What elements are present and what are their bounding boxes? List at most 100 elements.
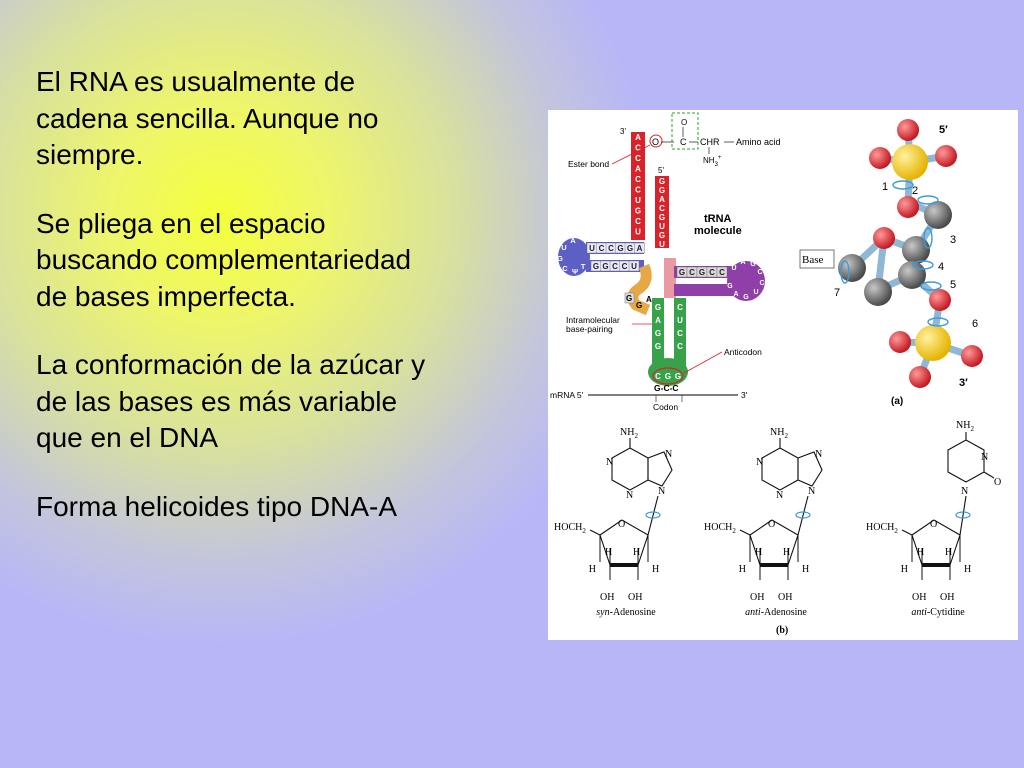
hoch2-group: HOCH2: [866, 522, 898, 535]
t-arm-bottom: [674, 284, 734, 296]
hoch2-group: HOCH2: [554, 522, 586, 535]
nucleotide-letter: C: [757, 269, 762, 276]
nucleotide-letter: C: [709, 268, 715, 277]
nucleotide-letter: G: [635, 207, 641, 216]
mrna-label: mRNA 5': [550, 390, 584, 400]
bond-label: 5: [950, 279, 956, 291]
nucleotide-letter: C: [677, 303, 683, 312]
nh3-label: NH3+: [703, 155, 722, 168]
svg-text:G: G: [636, 301, 642, 310]
svg-text:A: A: [646, 295, 652, 304]
codon-label: Codon: [653, 402, 678, 412]
nucleotide-letter: G: [679, 268, 685, 277]
carbonyl-carbon: C: [680, 137, 687, 147]
base-label: Base: [802, 254, 824, 266]
bond-label: 3: [950, 234, 956, 246]
structure-atom: H: [901, 564, 908, 575]
structure-atom: H: [783, 547, 790, 558]
nucleotide-letter: C: [689, 268, 695, 277]
nucleotide-letter: U: [561, 243, 566, 252]
paragraph-conformation: La conformación de la azúcar y de las ba…: [36, 347, 526, 457]
structure-atom: OH: [912, 592, 926, 603]
anticodon-loop: [648, 358, 688, 386]
nucleotide-letter: C: [655, 372, 661, 381]
nucleotide-letter: G: [655, 303, 661, 312]
structure-atom: H: [802, 564, 809, 575]
nucleotide-model: 5′ 1 2 3 4 5 6 7 3′ (a) Base: [799, 119, 983, 407]
structure-atom: N: [626, 490, 633, 501]
structure-atom: H: [633, 547, 640, 558]
structure-atom: N: [808, 486, 815, 497]
chr-label: CHR: [700, 137, 720, 147]
nucleotide-letter: C: [659, 204, 665, 213]
nucleotide-letter: A: [635, 165, 641, 174]
three-prime-label: 3': [620, 127, 626, 136]
structure-atom: OH: [750, 592, 764, 603]
structure-atom: O: [618, 519, 625, 530]
structure-atom: O: [994, 477, 1001, 488]
anticodon-highlight: [652, 367, 684, 385]
d-loop: [558, 238, 590, 276]
structure-atom: H: [605, 547, 612, 558]
nucleotide-letter: G: [659, 177, 665, 186]
ester-bond-circle: [649, 134, 663, 148]
panel-a-label: (a): [891, 396, 903, 407]
structure-atom: N: [606, 457, 613, 468]
nucleotide-letter: U: [659, 240, 665, 249]
structure-atom: H: [917, 547, 924, 558]
structure-atom: O: [768, 519, 775, 530]
bond-label: 4: [938, 261, 944, 273]
paragraph-folding: Se pliega en el espacio buscando complem…: [36, 206, 526, 316]
nucleotide-letter: U: [659, 222, 665, 231]
panel-b-label: (b): [776, 625, 788, 636]
bond-label: 6: [972, 318, 978, 330]
amine-group: NH2: [956, 420, 974, 433]
bond-label: 2: [912, 185, 918, 197]
text-line: siempre.: [36, 139, 144, 170]
text-line: La conformación de la azúcar y: [36, 349, 426, 380]
nucleotide-letter: U: [753, 289, 758, 296]
nucleotide-letter: G: [750, 261, 756, 268]
nucleotide-letter: C: [677, 329, 683, 338]
trna-title: tRNA: [704, 213, 732, 225]
structure-atom: N: [665, 449, 672, 460]
nucleotide-letter: G: [655, 342, 661, 351]
nucleotide-letter: G: [743, 294, 749, 301]
text-line: que en el DNA: [36, 422, 219, 453]
carboxyl-box: [671, 112, 699, 150]
nucleotide-letter: A: [637, 244, 643, 253]
nucleotide-letter: G: [675, 372, 681, 381]
structure-atom: N: [658, 486, 665, 497]
nucleotide-letter: U: [635, 196, 641, 205]
nucleotide-letter: C: [719, 268, 725, 277]
nucleotide-letter: G: [659, 213, 665, 222]
nucleotide-letter: C: [622, 262, 628, 271]
nucleotide-letter: U: [677, 316, 683, 325]
trna-subtitle: molecule: [694, 225, 742, 237]
carbonyl-oxygen: O: [681, 118, 687, 127]
intramolecular-label-1: Intramolecular: [566, 315, 620, 325]
ester-oxygen: O: [652, 137, 659, 147]
nucleotide-letter: G: [659, 186, 665, 195]
nucleotide-letter: Ψ: [572, 267, 578, 276]
nucleotide-letter: G: [617, 244, 623, 253]
nucleotide-letter: C: [635, 144, 641, 153]
structure-atom: OH: [628, 592, 642, 603]
nucleotide-letter: G: [659, 231, 665, 240]
nucleotide-letter: G: [627, 244, 633, 253]
t-loop: [727, 261, 765, 301]
structure-atom: N: [981, 452, 988, 463]
structure-atom: O: [930, 519, 937, 530]
five-prime-label: 5': [658, 166, 664, 175]
